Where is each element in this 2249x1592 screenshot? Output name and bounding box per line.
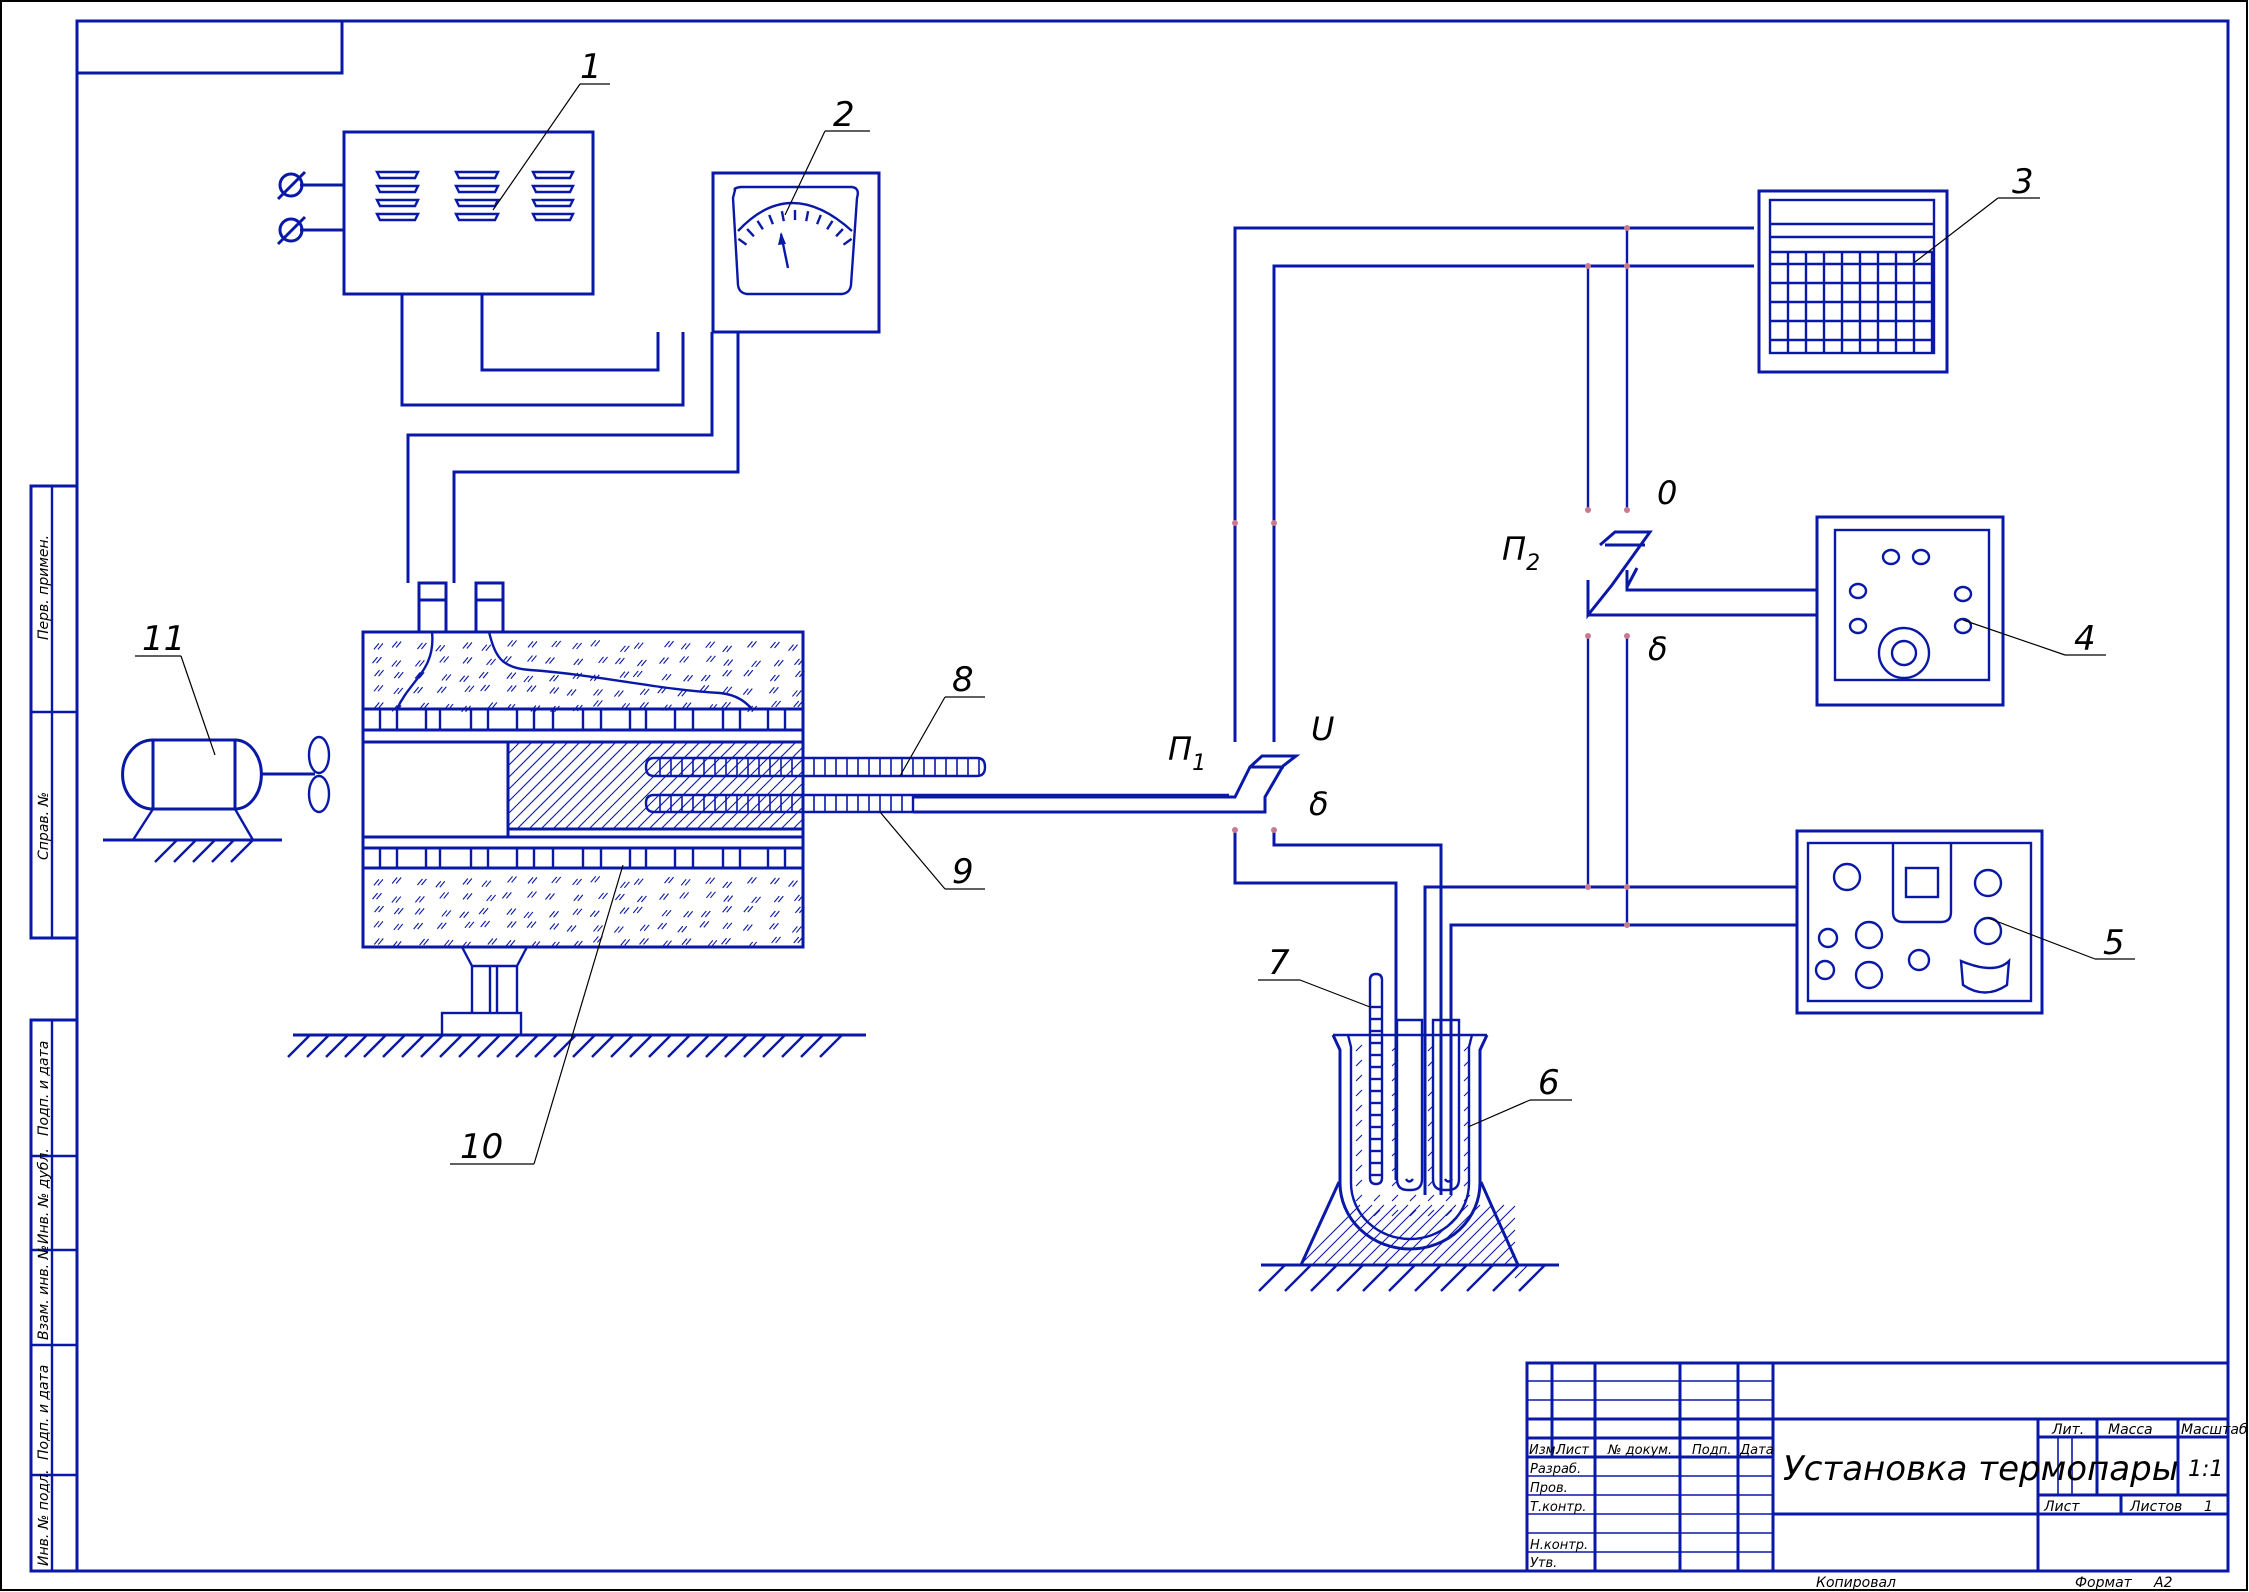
wire-node: [1271, 520, 1277, 526]
switch-p2-label: П2: [1502, 530, 1540, 576]
callout-3: 3: [2012, 162, 2034, 202]
dewar-vessel: [1258, 1018, 1559, 1292]
top-left-stamp-box: [75, 19, 344, 75]
wire-node: [1585, 884, 1591, 890]
wire-node: [1624, 922, 1630, 928]
wires-power-gauge: [400, 294, 740, 583]
terminal-icon: [276, 170, 307, 246]
callout-10: 10: [460, 1127, 503, 1167]
potentiometer: [1815, 515, 2005, 707]
wire-node: [1232, 827, 1238, 833]
wire-node: [1624, 507, 1630, 513]
fan-blade-icon: [307, 735, 331, 775]
callout-2: 2: [833, 95, 855, 135]
callout-8: 8: [952, 660, 974, 700]
thermocouple-8: [644, 756, 987, 778]
wire-node: [1624, 225, 1630, 231]
wire-node: [1624, 884, 1630, 890]
control-unit: [1795, 829, 2044, 1015]
lit-label: Лит.: [2051, 1422, 2084, 1438]
wire-node: [1585, 263, 1591, 269]
format-value: A2: [2153, 1575, 2173, 1591]
callout-7: 7: [1268, 943, 1290, 983]
role-prov: Пров.: [1530, 1481, 1568, 1496]
wire-node: [1624, 263, 1630, 269]
vent-slots-icon: [375, 170, 575, 222]
scale-label: Масштаб: [2181, 1422, 2248, 1438]
mass-label: Масса: [2108, 1422, 2153, 1438]
header-sign: Подп.: [1692, 1443, 1731, 1458]
sheets-value: 1: [2204, 1499, 2213, 1515]
wires-recorder: [1233, 226, 1754, 742]
callouts: 1 2 3 4 5 6 7 8 9 10 11: [135, 47, 2135, 1167]
gauge-meter: [711, 171, 881, 334]
gauge-scale-icon: [737, 210, 853, 246]
role-utv: Утв.: [1530, 1556, 1557, 1571]
header-date: Дата: [1739, 1443, 1774, 1458]
thermometer: [1368, 972, 1384, 1186]
scale-value: 1:1: [2188, 1457, 2223, 1482]
side-label-podp-data-1: Подп. и дата: [36, 1041, 52, 1136]
copied-label: Копировал: [1816, 1575, 1896, 1591]
wire-node: [1585, 507, 1591, 513]
switch-p1-pos-b: δ: [1309, 785, 1329, 823]
callout-6: 6: [1538, 1063, 1560, 1103]
callout-9: 9: [952, 852, 974, 892]
side-label-podp-data-2: Подп. и дата: [36, 1365, 52, 1460]
role-razrab: Разраб.: [1530, 1462, 1581, 1477]
thermocouple-9: [644, 793, 1229, 814]
role-nkontr: Н.контр.: [1530, 1538, 1588, 1553]
format-label: Формат: [2075, 1575, 2133, 1591]
wire-node: [1585, 633, 1591, 639]
wire-nodes: [1232, 225, 1630, 928]
switch-p2[interactable]: [1586, 530, 1818, 925]
sheets-label: Листов: [2129, 1499, 2182, 1515]
drawing-title: Установка термопары: [1783, 1449, 2179, 1489]
side-label-sprav-no: Справ. №: [36, 792, 52, 860]
callout-4: 4: [2074, 619, 2096, 659]
knob-icon: [1877, 626, 1931, 680]
side-label-perv-primen: Перв. примен.: [36, 535, 52, 640]
callout-5: 5: [2103, 923, 2125, 963]
switch-p1-label: П1: [1168, 730, 1206, 776]
switch-p1-pos-u: U: [1311, 710, 1334, 748]
header-izm: Изм.: [1529, 1443, 1560, 1458]
callout-1: 1: [580, 47, 602, 87]
wire-node: [1232, 520, 1238, 526]
wires-control-unit: [1423, 885, 1797, 1195]
side-label-inv-dubl: Инв. № дубл.: [36, 1148, 52, 1244]
wire-node: [1624, 633, 1630, 639]
role-tkontr: Т.контр.: [1530, 1500, 1586, 1515]
wire-node: [1271, 827, 1277, 833]
recorder: [1757, 189, 1949, 374]
header-list: Лист: [1555, 1443, 1589, 1458]
title-block: Изм. Лист № докум. Подп. Дата Разраб. Пр…: [1525, 1361, 2248, 1591]
side-strip: Перв. примен. Справ. № Подп. и дата Инв.…: [29, 484, 79, 1573]
sheet-label: Лист: [2043, 1499, 2080, 1515]
furnace: [287, 581, 866, 1058]
power-supply-unit: [276, 130, 595, 296]
fan-motor: [103, 735, 331, 863]
switch-p2-pos-0: 0: [1657, 474, 1677, 512]
callout-11: 11: [142, 619, 185, 659]
side-label-inv-podl: Инв. № подл.: [36, 1469, 52, 1566]
header-doc-no: № докум.: [1607, 1443, 1672, 1458]
switch-labels: П1 U δ П2 0 δ: [1168, 474, 1677, 823]
side-label-vzam-inv: Взам. инв. №: [36, 1245, 52, 1340]
switch-p2-pos-b: δ: [1648, 630, 1668, 668]
